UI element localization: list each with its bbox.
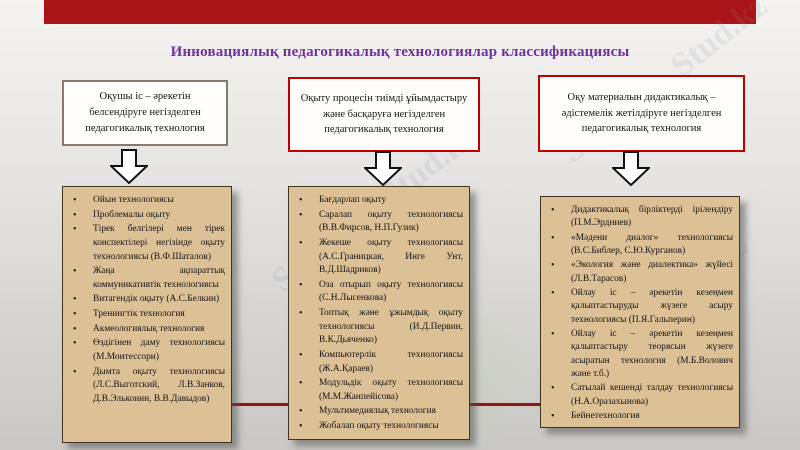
category-box-3-label: Оқу материалын дидактикалық – әдістемелі… <box>561 91 722 135</box>
list-item: Жобалап оқыту технологиясы <box>291 420 463 434</box>
down-arrow-icon <box>612 151 650 186</box>
list-item: Дымта оқыту технологиясы (Л.С.Выготский,… <box>65 366 225 407</box>
list-item: Витагендік оқыту (А.С.Белкин) <box>65 293 225 307</box>
technology-list-1-items: Ойын технологиясы Проблемалы оқыту Тірек… <box>65 194 225 406</box>
list-item: Жекеше оқыту технологиясы (А.С.Границкая… <box>291 237 463 278</box>
list-item: Дидактикалық бірліктерді ірілендіру (П.М… <box>543 204 733 231</box>
list-item: Саралап оқыту технологиясы (В.В.Фирсов, … <box>291 209 463 236</box>
technology-list-3: Дидактикалық бірліктерді ірілендіру (П.М… <box>540 196 740 428</box>
list-item: Тірек белгілері мен тірек конспектілері … <box>65 223 225 264</box>
list-item: Сатылай кешенді талдау технологиясы (Н.А… <box>543 382 733 409</box>
list-item: Бейнетехнология <box>543 410 733 425</box>
list-item: «Мәдени диалог» технологиясы (В.С.Библер… <box>543 232 733 259</box>
top-accent-bar <box>44 0 756 24</box>
technology-list-2: Бағдарлап оқыту Саралап оқыту технология… <box>288 186 470 440</box>
list-item: Акмеологиялық технология <box>65 323 225 337</box>
list-item: Топтық және ұжымдық оқыту технологиясы (… <box>291 307 463 348</box>
page-title: Инновациялық педагогикалық технологиялар… <box>170 44 630 60</box>
connector-line-left <box>230 403 290 406</box>
list-item: Проблемалы оқыту <box>65 209 225 223</box>
list-item: «Экология және диалектика» жүйесі (Л.В.Т… <box>543 259 733 286</box>
category-box-3: Оқу материалын дидактикалық – әдістемелі… <box>538 75 745 152</box>
list-item: Өздігінен даму технологиясы (М.Монтессор… <box>65 337 225 364</box>
list-item: Ойлау іс – әрекетін кезеңмен қалыптастыр… <box>543 328 733 381</box>
down-arrow-icon <box>364 151 402 186</box>
list-item: Бағдарлап оқыту <box>291 194 463 208</box>
category-box-2: Оқыту процесін тиімді ұйымдастыру және б… <box>288 77 480 152</box>
list-item: Мультимедиялық технология <box>291 405 463 419</box>
category-box-1-label: Оқушы іс – әрекетін белсендіруге негізде… <box>85 91 205 134</box>
category-box-2-label: Оқыту процесін тиімді ұйымдастыру және б… <box>300 92 468 136</box>
list-item: Компьютерлік технологиясы (Ж.А.Қараев) <box>291 349 463 376</box>
down-arrow-icon <box>110 149 148 184</box>
list-item: Модульдік оқыту технологиясы (М.М.Жанпей… <box>291 377 463 404</box>
technology-list-1: Ойын технологиясы Проблемалы оқыту Тірек… <box>62 186 232 443</box>
category-box-1: Оқушы іс – әрекетін белсендіруге негізде… <box>62 80 228 146</box>
list-item: Тренингтік технология <box>65 308 225 322</box>
technology-list-2-items: Бағдарлап оқыту Саралап оқыту технология… <box>291 194 463 434</box>
list-item: Ойлау іс – әрекетін кезеңмен қалыптастыр… <box>543 287 733 327</box>
list-item: Жаңа ақпараттық коммуникативтік технолог… <box>65 265 225 292</box>
list-item: Оза отырып оқыту технологиясы (С.Н.Лысен… <box>291 279 463 306</box>
list-item: Ойын технологиясы <box>65 194 225 208</box>
technology-list-3-items: Дидактикалық бірліктерді ірілендіру (П.М… <box>543 204 733 425</box>
connector-line-right <box>468 403 542 406</box>
